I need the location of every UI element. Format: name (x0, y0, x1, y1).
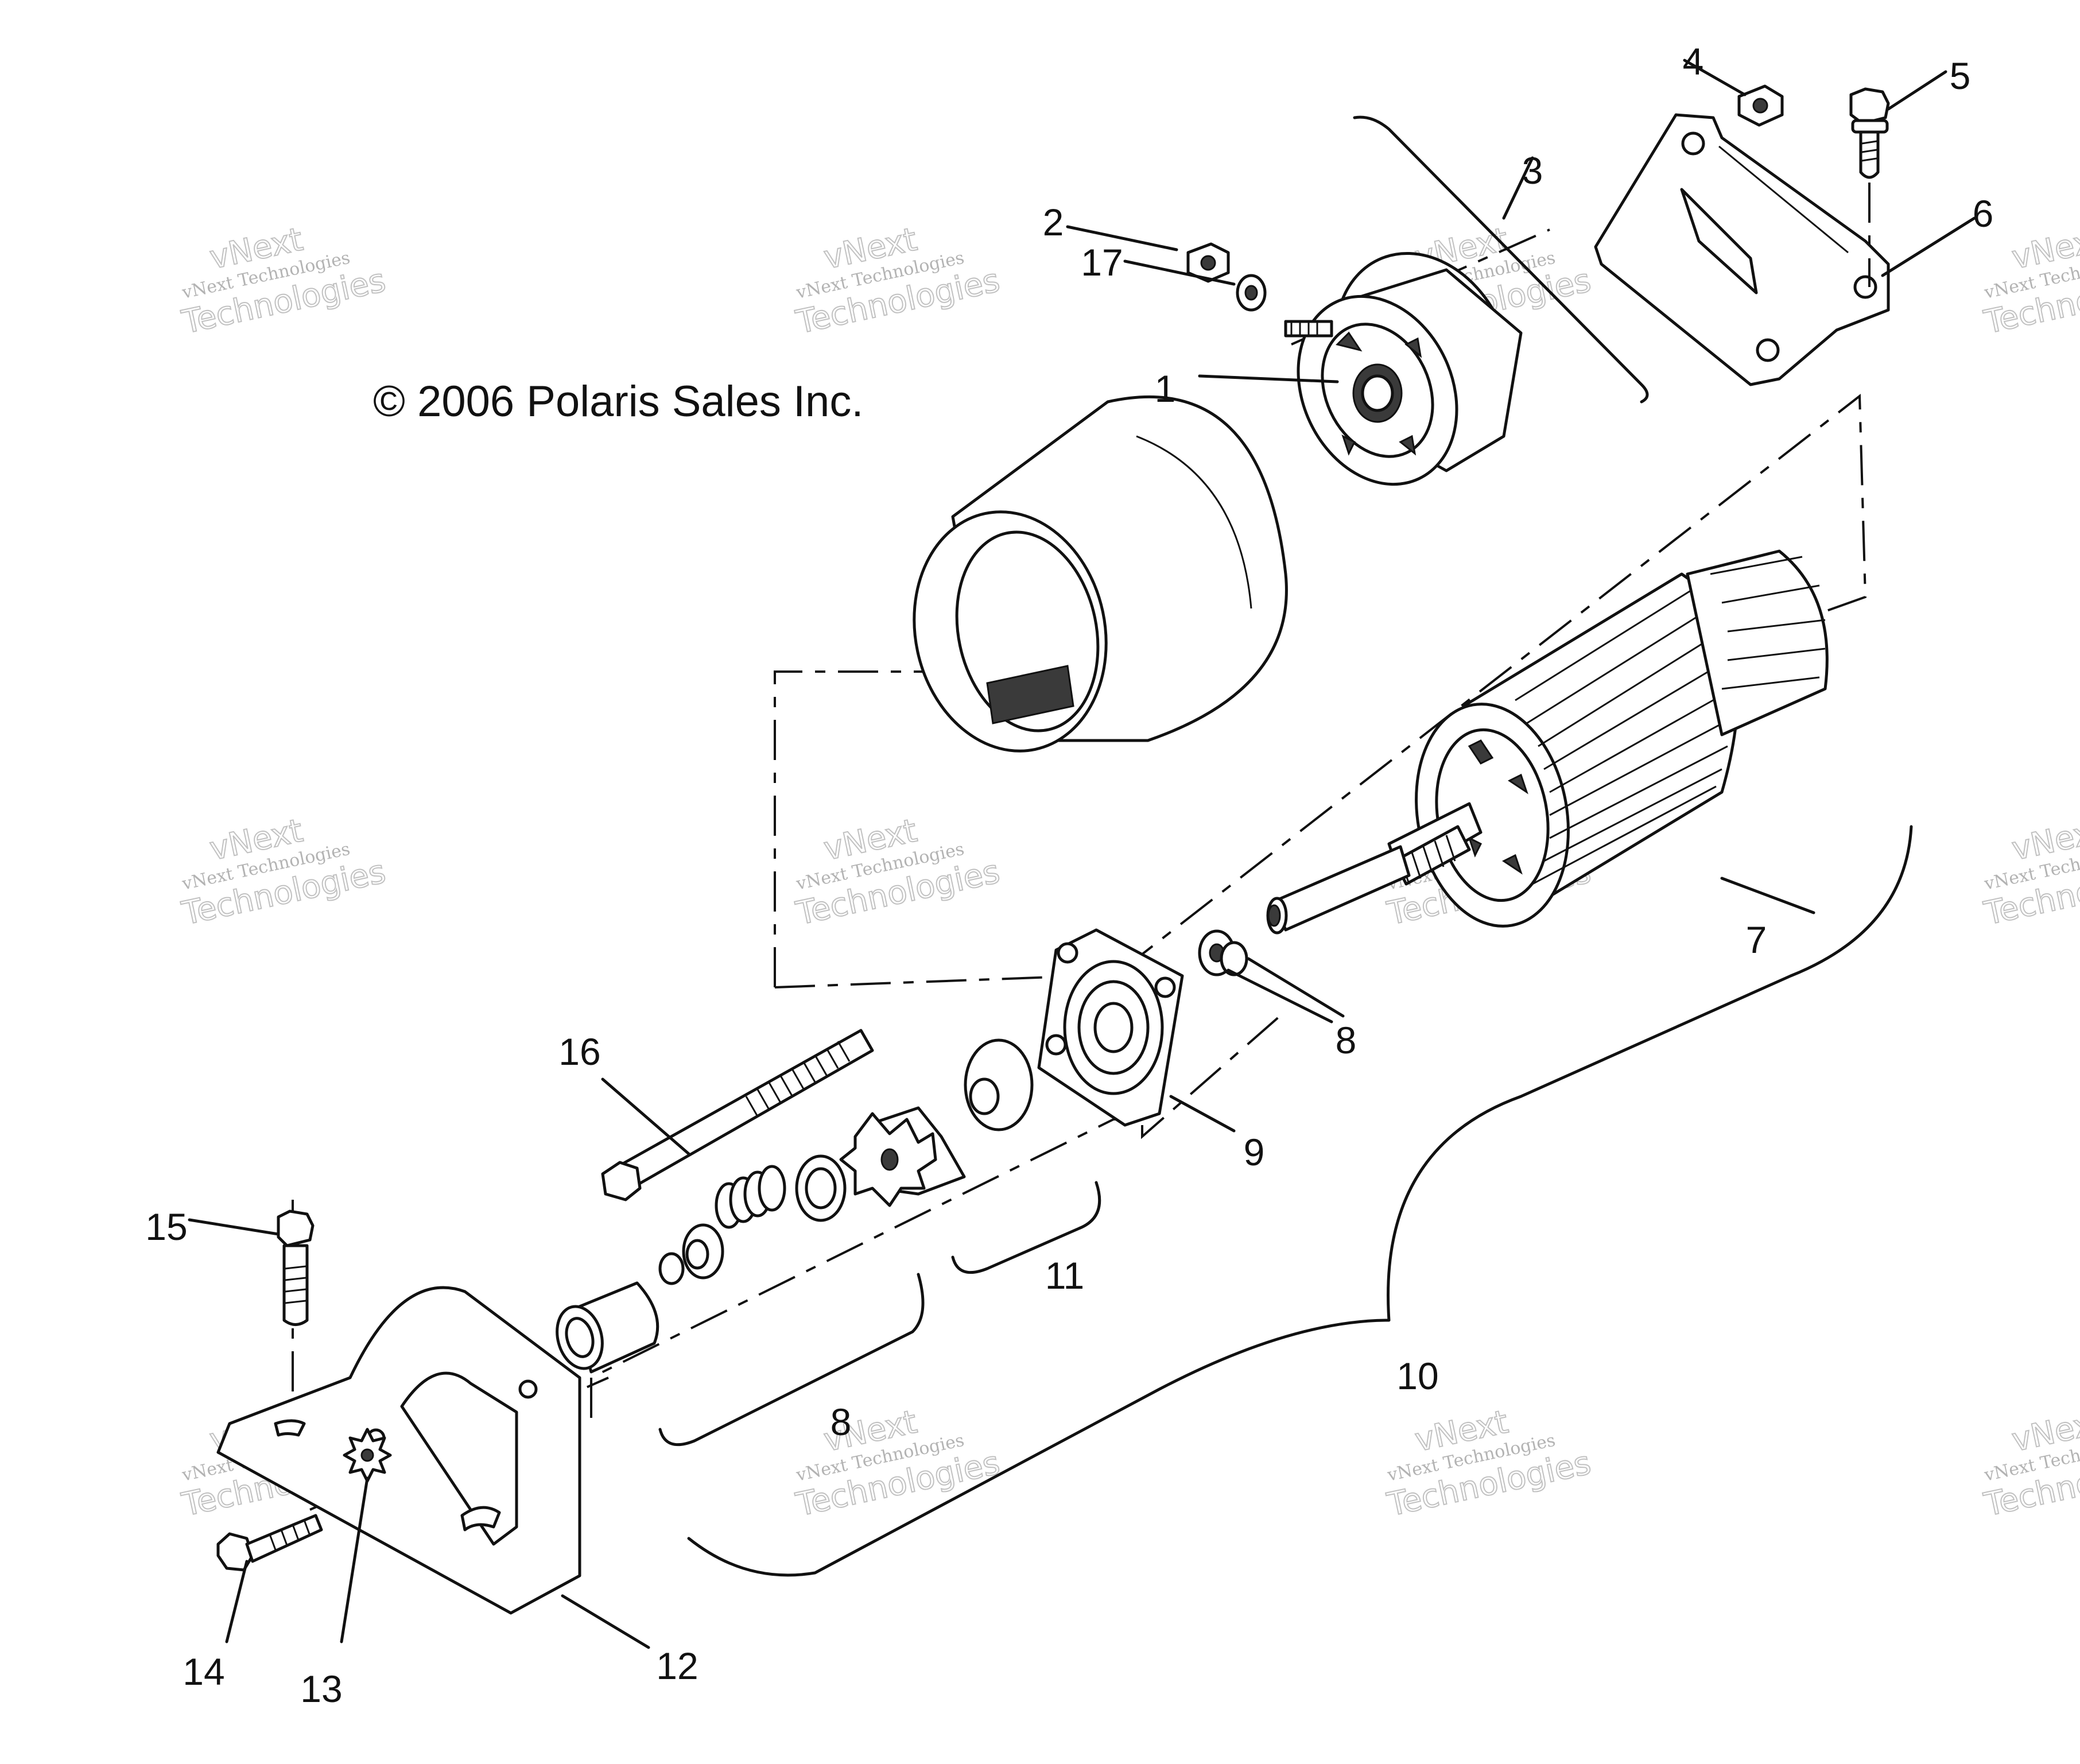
callout-7: 7 (1746, 918, 1767, 961)
brace-part-11 (951, 1181, 1101, 1274)
bolt-part-14 (216, 1514, 323, 1572)
callout-14: 14 (183, 1650, 224, 1693)
callout-labels: 1 2 3 4 5 6 7 8 9 10 11 12 13 14 15 16 1… (145, 40, 1993, 1710)
drive-group-part-11 (795, 1038, 1034, 1222)
lock-washer-part-17 (1236, 274, 1267, 312)
brace-part-3 (1353, 115, 1649, 404)
group-braces (658, 115, 1913, 1577)
watermark-8: vNext vNext Technologies Technologies (1980, 811, 2080, 933)
callout-13: 13 (300, 1668, 342, 1710)
watermark-5: vNext vNext Technologies Technologies (178, 811, 389, 933)
callout-9: 9 (1244, 1131, 1265, 1173)
callout-16: 16 (558, 1030, 600, 1073)
nut-part-2 (1186, 242, 1230, 283)
callout-2: 2 (1043, 201, 1064, 243)
bolt-part-15 (277, 1209, 315, 1326)
callout-8-lower: 8 (831, 1401, 852, 1443)
callout-10: 10 (1396, 1355, 1438, 1397)
watermark-12: vNext vNext Technologies Technologies (1980, 1402, 2080, 1524)
callout-11: 11 (1045, 1254, 1085, 1297)
front-end-plate-part-9 (1037, 928, 1184, 1127)
washers-part-8-upper (1198, 929, 1248, 976)
callout-12: 12 (656, 1645, 698, 1687)
watermark-6: vNext vNext Technologies Technologies (792, 811, 1003, 933)
nut-part-4 (1737, 84, 1784, 127)
bolt-part-5 (1849, 87, 1890, 287)
callout-5: 5 (1950, 55, 1971, 97)
callout-6: 6 (1973, 192, 1994, 235)
star-washer-part-13 (343, 1428, 392, 1483)
copyright-notice: © 2006 Polaris Sales Inc. (373, 377, 863, 426)
watermark-1: vNext vNext Technologies Technologies (178, 220, 389, 342)
leader-lines (188, 59, 1976, 1649)
callout-17: 17 (1081, 241, 1123, 284)
callout-8-upper: 8 (1336, 1019, 1357, 1061)
callout-4: 4 (1683, 40, 1704, 83)
end-cap-part-1 (1284, 251, 1523, 486)
callout-3: 3 (1522, 149, 1543, 192)
upper-bracket-part-6 (1594, 113, 1890, 386)
brace-part-10 (687, 825, 1913, 1577)
watermark-11: vNext vNext Technologies Technologies (1383, 1402, 1594, 1524)
callout-15: 15 (145, 1205, 187, 1248)
watermark-2: vNext vNext Technologies Technologies (792, 220, 1003, 342)
spring-group-part-8-lower (556, 1165, 786, 1374)
callout-1: 1 (1155, 367, 1176, 410)
armature-part-7 (1266, 549, 1829, 935)
motor-housing-yoke (913, 396, 1288, 753)
lower-bracket-part-12 (216, 1286, 581, 1615)
watermark-10: vNext vNext Technologies Technologies (792, 1402, 1003, 1524)
brace-part-8-lower (658, 1273, 925, 1447)
